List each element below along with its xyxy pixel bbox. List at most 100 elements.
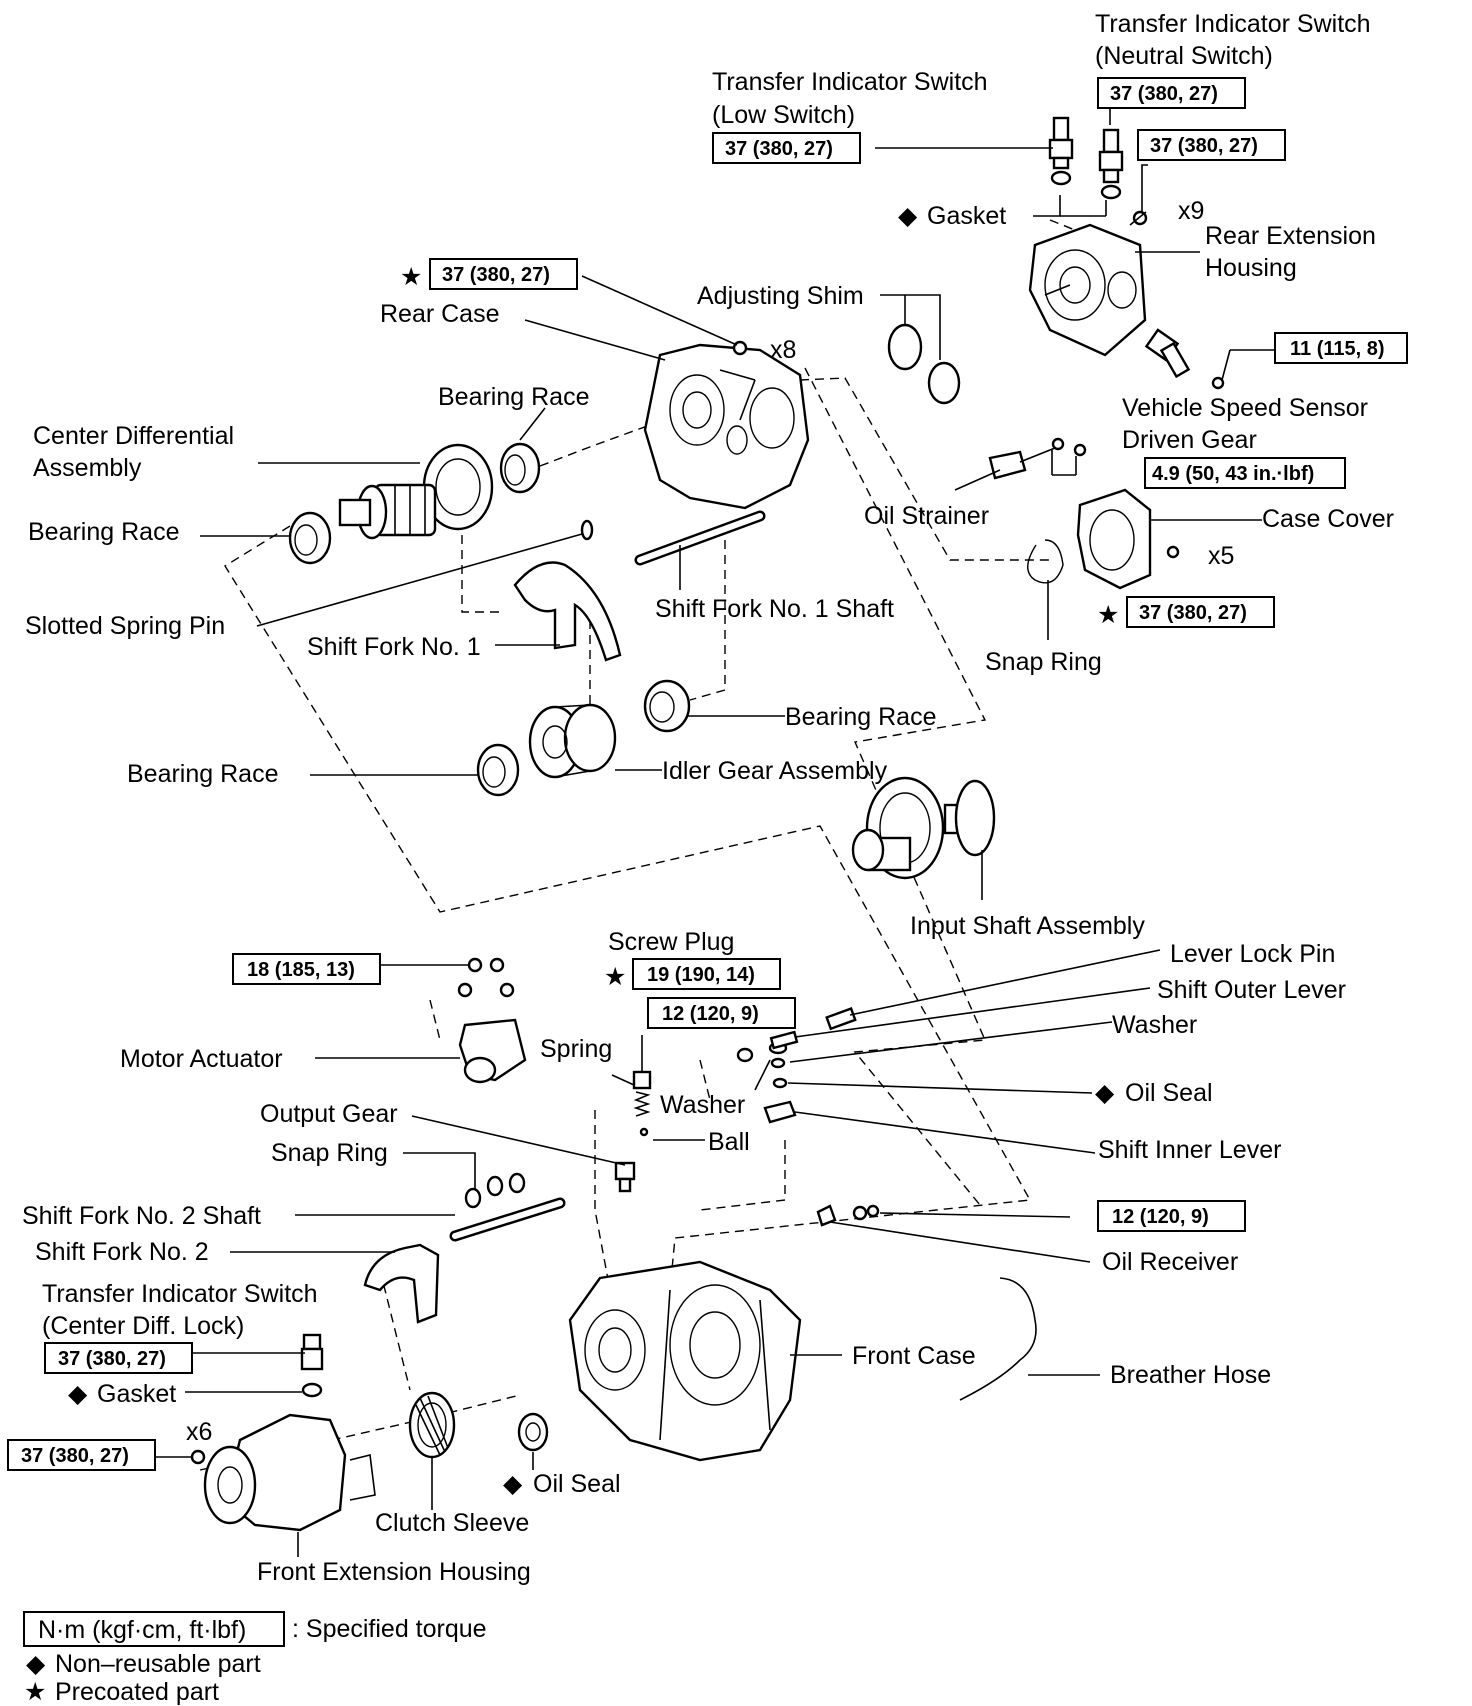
torque-rear-case-bolt: 37 (380, 27) (442, 264, 550, 286)
nonreusable-diamond-3: ◆ (68, 1380, 88, 1408)
input-shaft-part (851, 776, 996, 880)
label-oil-strainer: Oil Strainer (864, 502, 989, 530)
label-low-switch-l2: (Low Switch) (712, 101, 855, 129)
oil-receiver-part (816, 1204, 880, 1227)
torque-screw-plug: 19 (190, 14) (647, 964, 755, 986)
label-washer-b: Washer (660, 1091, 745, 1119)
label-idler-gear: Idler Gear Assembly (662, 757, 888, 785)
label-center-switch-l2: (Center Diff. Lock) (42, 1312, 244, 1340)
oil-seal-bottom-part (517, 1412, 549, 1452)
torque-motor-actuator: 18 (185, 13) (247, 959, 355, 981)
legend: N·m (kgf·cm, ft·lbf) : Specified torque … (23, 1611, 487, 1706)
torque-boxes: 37 (380, 27) 37 (380, 27) 37 (380, 27) ★… (7, 77, 1408, 1471)
adjusting-shim-2 (927, 361, 961, 405)
label-shift-inner-lever: Shift Inner Lever (1098, 1136, 1281, 1164)
nonreusable-diamond-4: ◆ (503, 1470, 523, 1498)
label-output-gear: Output Gear (260, 1100, 398, 1128)
label-adjusting-shim: Adjusting Shim (697, 282, 864, 310)
label-low-switch-l1: Transfer Indicator Switch (712, 68, 988, 96)
label-shift-fork1-shaft: Shift Fork No. 1 Shaft (655, 595, 894, 623)
label-gasket-bottom: Gasket (97, 1380, 176, 1408)
torque-oil-receiver: 12 (120, 9) (1112, 1206, 1209, 1228)
adjusting-shim-1 (887, 323, 923, 371)
torque-oil-strainer: 4.9 (50, 43 in.·lbf) (1152, 463, 1314, 485)
label-center-diff-l2: Assembly (33, 454, 142, 482)
legend-precoated: Precoated part (55, 1678, 219, 1706)
label-spring: Spring (540, 1035, 612, 1063)
label-motor-actuator: Motor Actuator (120, 1045, 283, 1073)
part-labels: Transfer Indicator Switch (Neutral Switc… (22, 10, 1394, 1586)
rear-ext-bolt-part (1129, 210, 1148, 226)
torque-front-ext: 37 (380, 27) (21, 1445, 129, 1467)
front-extension-housing-part (190, 1413, 376, 1532)
label-neutral-switch-l2: (Neutral Switch) (1095, 42, 1273, 70)
bearing-race-b-part (288, 511, 332, 565)
label-bearing-race-b: Bearing Race (28, 518, 179, 546)
torque-neutral-switch: 37 (380, 27) (1110, 83, 1218, 105)
label-x8: x8 (770, 336, 796, 364)
low-switch-part (1048, 116, 1074, 186)
parts (190, 116, 1225, 1532)
label-snap-ring-mid: Snap Ring (271, 1139, 388, 1167)
rear-case-part (643, 340, 810, 510)
label-shift-fork1: Shift Fork No. 1 (307, 633, 481, 661)
bearing-race-c-part (643, 679, 691, 733)
label-center-diff-l1: Center Differential (33, 422, 234, 450)
rear-extension-housing-part (1028, 223, 1147, 357)
snap-ring-mid-part (464, 1172, 526, 1209)
label-washer-a: Washer (1112, 1011, 1197, 1039)
legend-nonreusable: Non–reusable part (55, 1650, 261, 1678)
torque-rear-ext-bolt: 37 (380, 27) (1150, 135, 1258, 157)
label-input-shaft: Input Shaft Assembly (910, 912, 1145, 940)
label-vss-l1: Vehicle Speed Sensor (1122, 394, 1368, 422)
torque-vss: 11 (115, 8) (1290, 338, 1385, 360)
clutch-sleeve-part (408, 1391, 456, 1459)
label-vss-l2: Driven Gear (1122, 426, 1257, 454)
label-oil-seal-a: Oil Seal (1125, 1079, 1213, 1107)
label-shift-fork2: Shift Fork No. 2 (35, 1238, 209, 1266)
label-rear-ext-l1: Rear Extension (1205, 222, 1376, 250)
output-gear-part (614, 1161, 636, 1193)
label-rear-case: Rear Case (380, 300, 500, 328)
torque-center-switch: 37 (380, 27) (58, 1348, 166, 1370)
precoated-star-2: ★ (1097, 601, 1119, 629)
center-differential-part (338, 443, 494, 540)
label-x5: x5 (1208, 542, 1234, 570)
legend-unit-desc: : Specified torque (292, 1615, 487, 1643)
label-breather-hose: Breather Hose (1110, 1361, 1271, 1389)
center-switch-part (300, 1333, 324, 1398)
snap-ring-top-part (1027, 539, 1064, 584)
torque-case-cover: 37 (380, 27) (1139, 602, 1247, 624)
label-x9: x9 (1178, 197, 1204, 225)
bearing-race-d-part (476, 743, 520, 797)
precoated-star-1: ★ (400, 263, 422, 291)
oil-strainer-part (988, 437, 1087, 480)
motor-actuator-part (457, 957, 527, 1084)
shift-lever-parts (736, 1007, 857, 1124)
bearing-race-a-part (499, 442, 541, 494)
label-bearing-race-a: Bearing Race (438, 383, 589, 411)
label-neutral-switch-l1: Transfer Indicator Switch (1095, 10, 1371, 38)
legend-diamond: ◆ (26, 1650, 46, 1678)
label-clutch-sleeve: Clutch Sleeve (375, 1509, 529, 1537)
label-front-ext: Front Extension Housing (257, 1558, 531, 1586)
legend-unit-box: N·m (kgf·cm, ft·lbf) (38, 1616, 246, 1644)
label-gasket-top: Gasket (927, 202, 1006, 230)
nonreusable-diamond-1: ◆ (898, 202, 918, 230)
label-bearing-race-c: Bearing Race (785, 703, 936, 731)
label-slotted-spring-pin: Slotted Spring Pin (25, 612, 225, 640)
torque-washer-bolt: 12 (120, 9) (662, 1003, 759, 1025)
label-oil-seal-b: Oil Seal (533, 1470, 621, 1498)
label-x6: x6 (186, 1418, 212, 1446)
neutral-switch-part (1098, 128, 1124, 200)
label-snap-ring-top: Snap Ring (985, 648, 1102, 676)
leader-lines (155, 100, 1280, 1557)
label-ball: Ball (708, 1128, 750, 1156)
shift-fork1-part (513, 561, 622, 662)
screw-plug-part (632, 1070, 652, 1137)
label-center-switch-l1: Transfer Indicator Switch (42, 1280, 318, 1308)
nonreusable-diamond-2: ◆ (1095, 1079, 1115, 1107)
slotted-spring-pin-part (580, 519, 594, 541)
legend-star: ★ (24, 1678, 46, 1706)
